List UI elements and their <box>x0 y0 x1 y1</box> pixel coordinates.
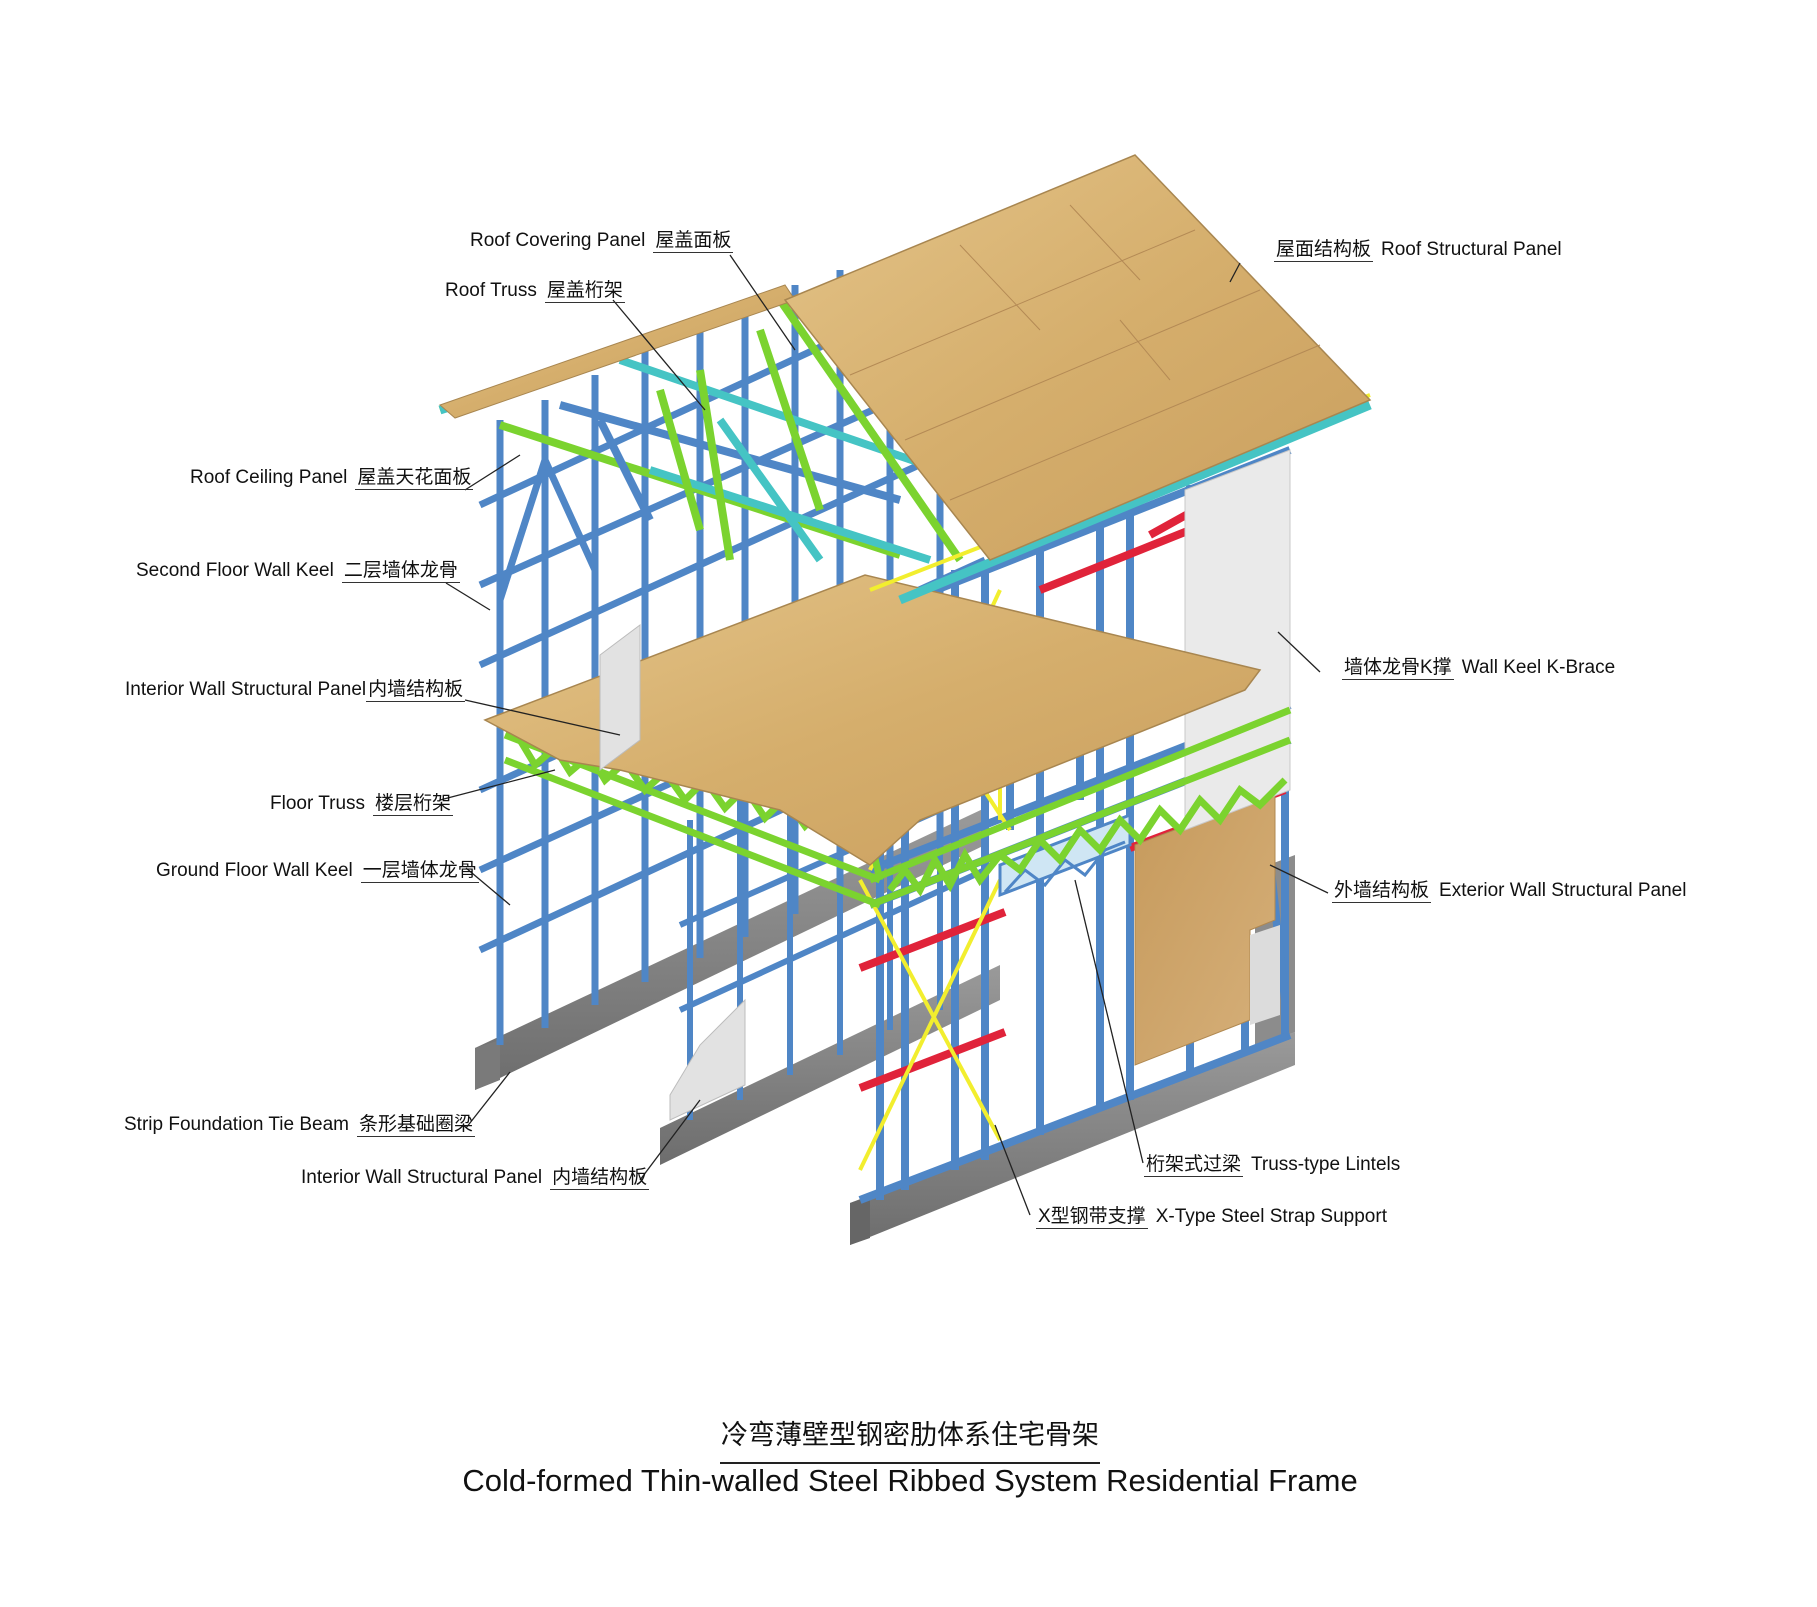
label-roof-structural-panel: 屋面结构板 Roof Structural Panel <box>1274 238 1562 262</box>
label-en: Interior Wall Structural Panel <box>301 1167 543 1188</box>
label-zh: 内墙结构板 <box>366 679 466 702</box>
label-zh: 墙体龙骨K撑 <box>1342 657 1454 680</box>
label-zh: X型钢带支撑 <box>1036 1206 1148 1229</box>
label-zh: 条形基础圈梁 <box>356 1114 475 1137</box>
label-en: Ground Floor Wall Keel <box>156 860 353 881</box>
label-wall-keel-k-brace: 墙体龙骨K撑 Wall Keel K-Brace <box>1342 656 1615 680</box>
label-second-floor-wall-keel: Second Floor Wall Keel 二层墙体龙骨 <box>136 559 460 583</box>
interior-wall-panel-lower <box>669 998 746 1121</box>
label-en: Roof Truss <box>445 280 537 301</box>
label-zh: 屋盖天花面板 <box>355 467 474 490</box>
label-zh: 屋盖面板 <box>653 230 734 253</box>
label-en: Truss-type Lintels <box>1251 1154 1401 1175</box>
label-zh: 楼层桁架 <box>373 793 454 816</box>
label-floor-truss: Floor Truss 楼层桁架 <box>270 792 454 816</box>
interior-wall-panel-upper <box>599 624 641 771</box>
label-x-type-steel-strap-support: X型钢带支撑 X-Type Steel Strap Support <box>1036 1205 1387 1229</box>
exterior-wall-panel <box>1134 449 1291 1066</box>
label-zh: 外墙结构板 <box>1332 880 1432 903</box>
roof-structural-panel <box>783 154 1372 561</box>
label-zh: 一层墙体龙骨 <box>360 860 479 883</box>
leader-lines <box>439 254 1329 1216</box>
label-en: Roof Covering Panel <box>470 230 646 251</box>
label-en: Strip Foundation Tie Beam <box>124 1114 349 1135</box>
label-interior-wall-structural-panel-lower: Interior Wall Structural Panel 内墙结构板 <box>301 1166 650 1190</box>
label-en: Exterior Wall Structural Panel <box>1439 880 1687 901</box>
label-zh: 二层墙体龙骨 <box>341 560 460 583</box>
label-ground-floor-wall-keel: Ground Floor Wall Keel 一层墙体龙骨 <box>156 859 479 883</box>
label-en: Second Floor Wall Keel <box>136 560 334 581</box>
label-roof-covering-panel: Roof Covering Panel 屋盖面板 <box>470 229 734 253</box>
label-zh: 内墙结构板 <box>550 1167 650 1190</box>
label-en: Wall Keel K-Brace <box>1461 657 1616 678</box>
label-en: Roof Structural Panel <box>1381 239 1562 260</box>
label-exterior-wall-structural-panel: 外墙结构板 Exterior Wall Structural Panel <box>1332 879 1686 903</box>
label-strip-foundation-tie-beam: Strip Foundation Tie Beam 条形基础圈梁 <box>124 1113 475 1137</box>
diagram-title-en: Cold-formed Thin-walled Steel Ribbed Sys… <box>462 1463 1358 1498</box>
label-zh: 屋盖桁架 <box>544 280 625 303</box>
label-zh: 屋面结构板 <box>1274 239 1374 262</box>
label-truss-type-lintels: 桁架式过梁 Truss-type Lintels <box>1144 1153 1400 1177</box>
label-en: X-Type Steel Strap Support <box>1155 1206 1387 1227</box>
label-en: Floor Truss <box>270 793 366 814</box>
strip-foundation <box>475 808 1295 1245</box>
label-en: Roof Ceiling Panel <box>190 467 348 488</box>
diagram-title-zh: 冷弯薄壁型钢密肋体系住宅骨架 <box>720 1413 1100 1464</box>
label-zh: 桁架式过梁 <box>1144 1154 1244 1177</box>
label-en: Interior Wall Structural Panel <box>125 679 367 700</box>
label-roof-ceiling-panel: Roof Ceiling Panel 屋盖天花面板 <box>190 466 474 490</box>
label-roof-truss: Roof Truss 屋盖桁架 <box>445 279 625 303</box>
